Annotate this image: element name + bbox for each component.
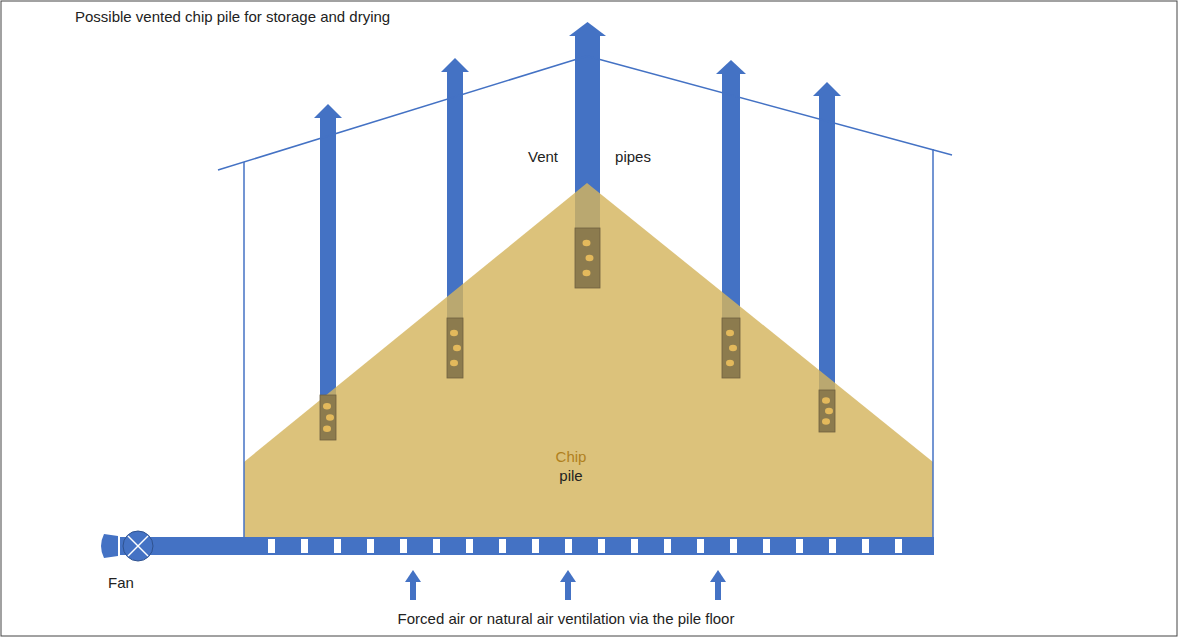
perforation-hole: [825, 408, 833, 415]
perforated-section: [320, 395, 336, 440]
perforation-hole: [450, 360, 458, 367]
pile-label: Chip: [556, 448, 587, 466]
perforated-section: [575, 228, 600, 288]
floor-gap: [697, 539, 704, 553]
floor-gap: [763, 539, 770, 553]
vent-arrowhead: [813, 82, 841, 96]
floor-note: Forced air or natural air ventilation vi…: [398, 610, 735, 628]
floor-gap: [400, 539, 407, 553]
perforation-hole: [323, 403, 331, 410]
vent-pipe: [575, 36, 600, 288]
perforation-hole: [323, 425, 331, 432]
vent-arrowhead: [569, 22, 606, 36]
vent-arrowhead: [441, 58, 469, 72]
perforation-hole: [726, 330, 734, 337]
floor-gap: [367, 539, 374, 553]
floor-gap: [268, 539, 275, 553]
perforation-hole: [326, 414, 334, 421]
air-arrows: [405, 570, 726, 600]
floor-gap: [796, 539, 803, 553]
perforated-section: [447, 318, 463, 378]
diagram-title: Possible vented chip pile for storage an…: [75, 8, 390, 26]
vent-pipe: [722, 74, 740, 378]
chip-pile-shape: [244, 183, 933, 537]
vent-arrowhead: [314, 104, 342, 118]
perforation-hole: [726, 360, 734, 367]
vent-label: pipes: [615, 148, 651, 166]
floor-gap: [334, 539, 341, 553]
floor-gap: [829, 539, 836, 553]
floor-gap: [499, 539, 506, 553]
floor-gap: [631, 539, 638, 553]
pile-label: pile: [559, 467, 582, 485]
vent-arrowhead: [716, 60, 746, 74]
perforation-hole: [450, 330, 458, 337]
floor-gap: [862, 539, 869, 553]
perforation-hole: [729, 345, 737, 352]
vent-label: Vent: [528, 148, 558, 166]
floor-gap: [466, 539, 473, 553]
building-outline: [218, 56, 952, 537]
floor-gap: [664, 539, 671, 553]
perforation-hole: [583, 270, 591, 277]
perforated-sections: [320, 228, 835, 440]
floor-base: [244, 537, 934, 555]
floor-gap: [532, 539, 539, 553]
vent-pipe: [447, 72, 463, 378]
floor-gap: [730, 539, 737, 553]
floor-gap: [433, 539, 440, 553]
ventilated-floor: [244, 537, 934, 555]
floor-gap: [565, 539, 572, 553]
floor-gap: [301, 539, 308, 553]
floor-gap: [598, 539, 605, 553]
perforation-hole: [453, 345, 461, 352]
perforation-hole: [583, 240, 591, 247]
perforated-section: [819, 390, 835, 432]
floor-gap: [895, 539, 902, 553]
perforated-section: [722, 318, 740, 378]
perforation-hole: [822, 397, 830, 404]
perforation-hole: [822, 418, 830, 425]
perforation-hole: [586, 255, 594, 262]
fan-label: Fan: [108, 574, 134, 592]
fan-symbol: [101, 531, 246, 561]
